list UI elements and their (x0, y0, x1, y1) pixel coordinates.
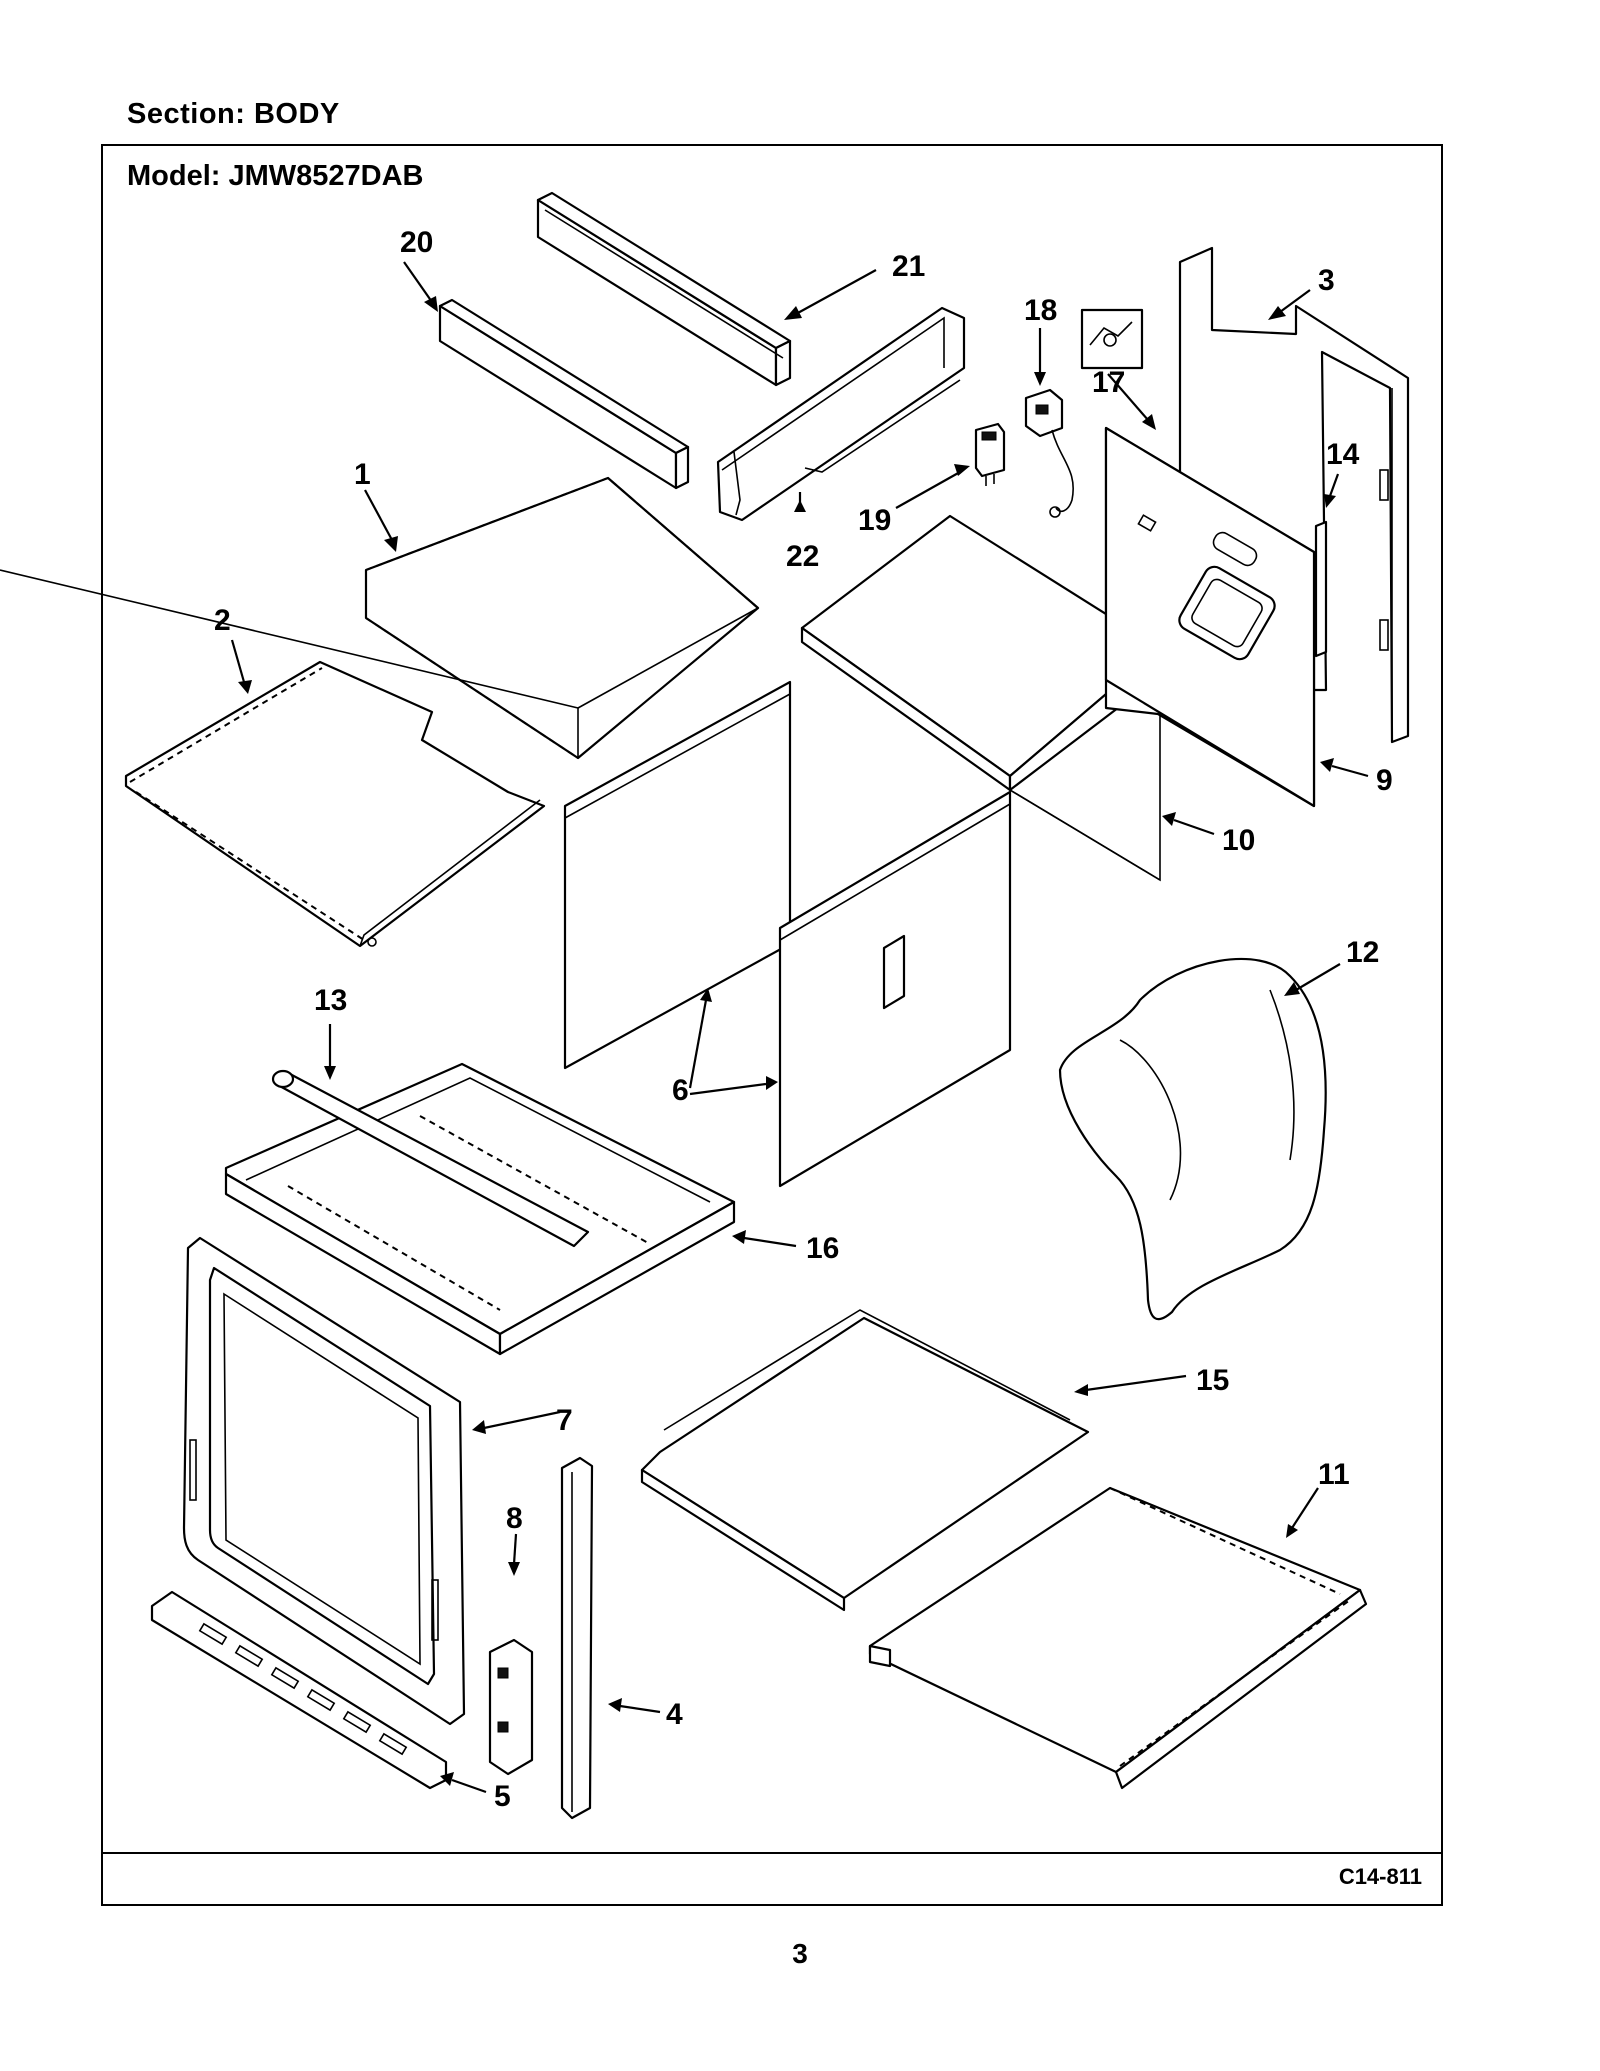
callout-1: 1 (354, 458, 371, 491)
footer-divider (101, 1852, 1443, 1854)
part-7-door-frame (182, 1236, 466, 1726)
callout-10: 10 (1222, 824, 1255, 857)
callout-17: 17 (1092, 366, 1125, 399)
callout-3: 3 (1318, 264, 1335, 297)
part-12-insulation (1058, 957, 1327, 1321)
callout-11: 11 (1318, 1458, 1350, 1491)
part-18-terminal-block (1024, 388, 1074, 518)
callout-18: 18 (1024, 294, 1057, 327)
part-21-trim-rail (536, 191, 792, 387)
part-20-trim-rail (438, 298, 690, 490)
part-1-top-panel (0, 476, 760, 760)
callout-22: 22 (786, 540, 819, 573)
callout-6: 6 (672, 1074, 689, 1107)
page-number: 3 (792, 1938, 808, 1969)
part-9-rear-panel (1104, 426, 1316, 808)
part-15-bottom-tray (640, 1309, 1090, 1612)
part-14-rear-strip (1314, 520, 1328, 658)
part-16-oven-top (224, 1062, 736, 1356)
callout-labels: 20 21 22 18 17 19 3 14 9 10 1 2 12 13 6 … (214, 226, 1393, 1813)
callout-20: 20 (400, 226, 433, 259)
callout-13: 13 (314, 984, 347, 1017)
callout-4: 4 (666, 1698, 683, 1731)
part-8-hinge-bracket (488, 1638, 534, 1776)
part-13-rod (271, 1069, 590, 1248)
part-4-side-trim (560, 1456, 594, 1820)
section-title: Section: BODY (127, 98, 340, 130)
callout-21: 21 (892, 250, 925, 283)
part-11-base-pan (868, 1486, 1368, 1790)
callout-12: 12 (1346, 936, 1379, 969)
callout-14: 14 (1326, 438, 1360, 471)
part-22-channel-bracket (716, 306, 966, 522)
model-title: Model: JMW8527DAB (127, 160, 424, 192)
callout-7: 7 (556, 1404, 573, 1437)
callout-2: 2 (214, 604, 231, 637)
callout-15: 15 (1196, 1364, 1229, 1397)
leader-arrows (230, 261, 1369, 1794)
part-19-light-socket (974, 422, 1006, 486)
callout-16: 16 (806, 1232, 839, 1265)
callout-9: 9 (1376, 764, 1393, 797)
part-2-base-plate (124, 660, 546, 948)
part-17-switch-sketch (1080, 308, 1144, 370)
callout-19: 19 (858, 504, 891, 537)
diagram-code: C14-811 (1338, 1864, 1422, 1889)
callout-8: 8 (506, 1502, 523, 1535)
part-6-side-panels (563, 680, 1012, 1188)
callout-5: 5 (494, 1780, 511, 1813)
diagram-frame (101, 144, 1443, 1906)
